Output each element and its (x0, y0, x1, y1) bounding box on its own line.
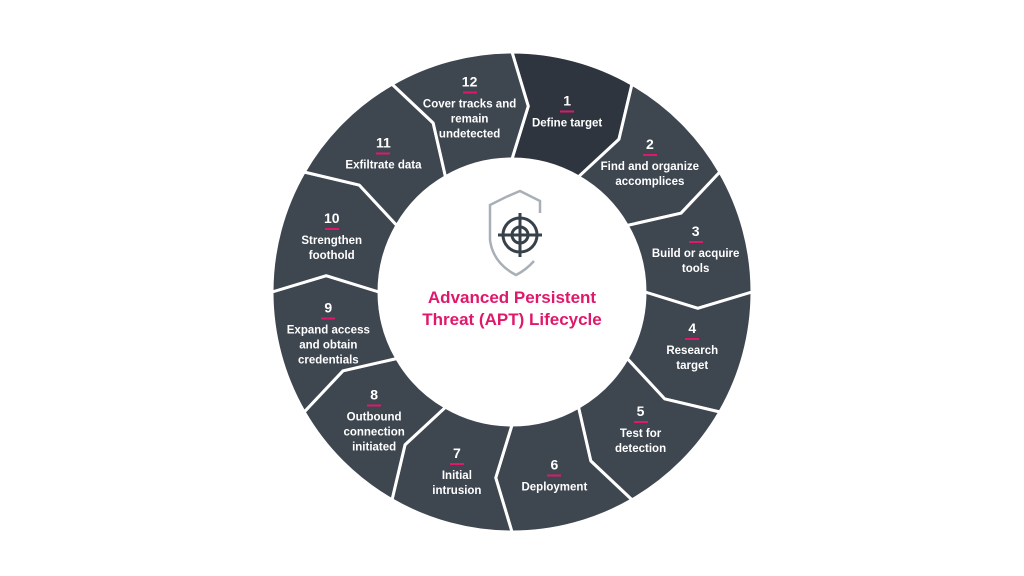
step-text: Strengthen foothold (301, 234, 363, 262)
accent-underline (367, 404, 382, 407)
step-number: 12 (461, 73, 478, 90)
step-number: 7 (452, 445, 461, 462)
step-text: Expand access and obtain credentials (286, 324, 370, 367)
step-number: 1 (563, 92, 571, 109)
accent-underline (449, 463, 464, 466)
step-number: 2 (645, 136, 654, 153)
step-number: 8 (370, 386, 379, 403)
step-text: Research target (666, 345, 719, 373)
step-number: 10 (323, 209, 340, 226)
step-text: Cover tracks and remain undetected (422, 98, 517, 141)
shield-target-icon (488, 189, 542, 277)
accent-underline (324, 227, 339, 230)
step-number: 9 (324, 299, 333, 316)
step-text: Build or acquire tools (651, 247, 740, 275)
step-number: 4 (688, 320, 697, 337)
step-text: Find and organize accomplices (600, 161, 700, 189)
accent-underline (685, 338, 700, 341)
accent-underline (462, 91, 477, 94)
step-text: Outbound connection initiated (343, 411, 405, 454)
accent-underline (376, 152, 391, 155)
accent-underline (547, 474, 562, 477)
accent-underline (642, 154, 657, 157)
step-number: 3 (691, 222, 700, 239)
step-number: 5 (636, 402, 645, 419)
step-text: Define target (531, 117, 603, 130)
step-number: 6 (550, 456, 559, 473)
step-text: Initial intrusion (432, 470, 482, 498)
diagram-title: Advanced Persistent Threat (APT) Lifecyc… (422, 288, 602, 329)
accent-underline (321, 317, 336, 320)
step-text: Deployment (521, 481, 588, 494)
step-text: Test for detection (614, 427, 667, 455)
accent-underline (560, 110, 575, 113)
center-circle (380, 160, 644, 424)
step-number: 11 (376, 134, 391, 151)
step-text: Exfiltrate data (345, 159, 422, 172)
accent-underline (633, 420, 648, 423)
segment-step-12 (390, 50, 530, 179)
accent-underline (688, 240, 703, 243)
